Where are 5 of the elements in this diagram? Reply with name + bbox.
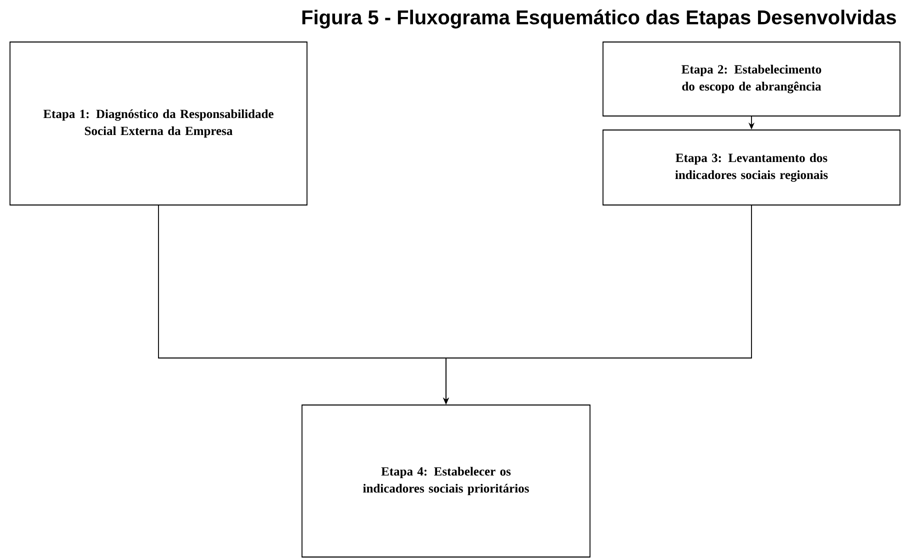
- process-box: Etapa 1: Diagnóstico da Responsabilidade Social Externa da Empresa: [10, 42, 308, 206]
- title: Figura 5 - Fluxograma Esquemático das Etapas Desenvolvidas: [302, 10, 896, 28]
- process-box: Etapa 2: Estabelecimento do escopo de abrangência: [602, 42, 900, 116]
- process-box: Etapa 3: Levantamento dos indicadores sociais regionais: [602, 130, 900, 206]
- process-box: Etapa 4: Estabelecer os indicadores sociais prioritários: [302, 404, 590, 558]
